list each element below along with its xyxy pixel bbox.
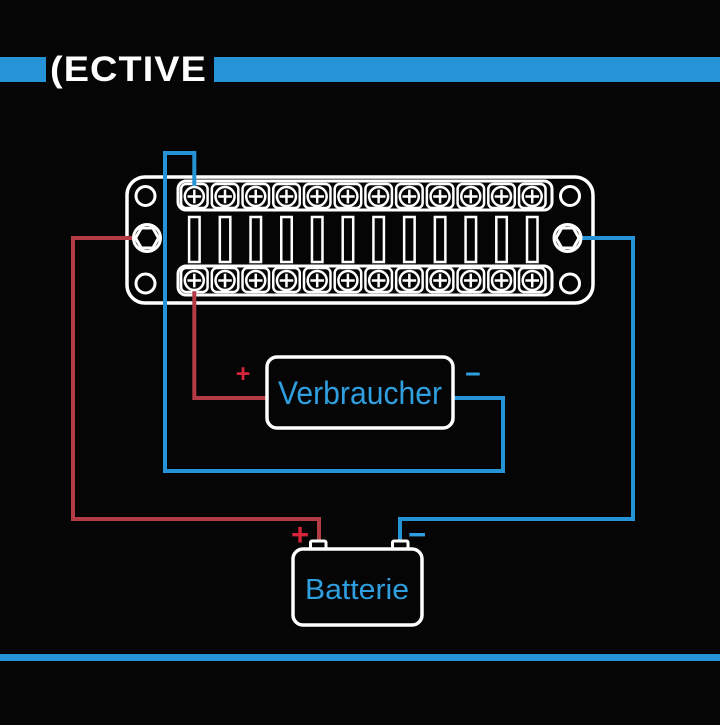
battery-box — [291, 547, 424, 627]
brand-logo: (ECTIVE — [50, 50, 207, 89]
mounting-hole-icon — [559, 272, 581, 295]
terminal-strip-bottom — [176, 264, 554, 297]
wire-battery-positive — [71, 236, 321, 546]
consumer-minus-label: − — [465, 359, 481, 389]
battery-minus-label: − — [408, 517, 426, 552]
fuse-slot — [310, 215, 324, 264]
fuse-slot — [249, 215, 263, 264]
fuse-slot — [525, 215, 539, 264]
main-terminal-left — [132, 223, 162, 253]
mounting-hole-icon — [134, 272, 157, 295]
fuse-slot — [464, 215, 478, 264]
battery-label: Batterie — [305, 574, 409, 606]
wire-consumer-negative — [163, 151, 505, 473]
terminal-strip-top — [176, 179, 554, 212]
hex-nut-icon — [554, 226, 581, 250]
mounting-hole-icon — [559, 185, 581, 207]
fuse-slot — [402, 215, 416, 264]
main-terminal-right — [552, 223, 583, 253]
fuse-slot — [280, 215, 294, 264]
consumer-plus-label: + — [236, 360, 251, 388]
screw-terminals — [183, 185, 543, 292]
mounting-hole-icon — [134, 185, 157, 207]
fuse-slot — [433, 215, 447, 264]
fuse-slot — [372, 215, 386, 264]
consumer-box — [265, 355, 455, 430]
hex-nut-icon — [133, 226, 161, 250]
consumer-unit: Verbraucher + − — [236, 355, 481, 430]
bottom-accent-bar — [0, 654, 720, 661]
logo-background-box — [46, 50, 214, 90]
battery-plus-label: + — [291, 517, 309, 552]
fuse-block — [125, 175, 595, 305]
fuse-slot — [218, 215, 232, 264]
consumer-label: Verbraucher — [278, 375, 442, 411]
battery-unit: Batterie + − — [291, 517, 426, 627]
fuse-slot — [341, 215, 355, 264]
wire-consumer-positive — [192, 289, 266, 400]
fuse-slot — [187, 215, 201, 264]
wire-battery-negative — [398, 236, 635, 546]
fuse-slot — [495, 215, 509, 264]
